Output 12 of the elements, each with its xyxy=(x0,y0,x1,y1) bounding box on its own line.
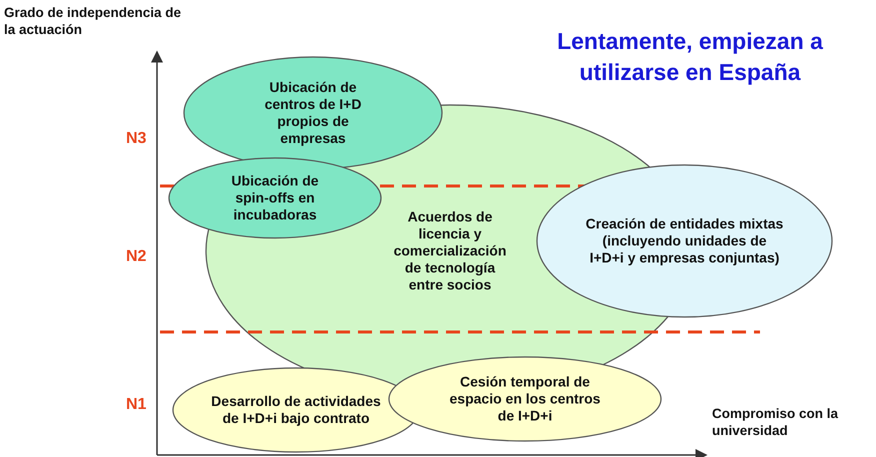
ellipse-label: Ubicación de spin-offs en incubadoras xyxy=(230,172,320,224)
ellipse-label: Ubicación de centros de I+D propios de empresas xyxy=(264,79,362,147)
ellipse-label: Cesión temporal de espacio en los centros de I+D+i xyxy=(448,374,602,424)
axis-title: Grado de independencia de la actuación xyxy=(4,4,182,38)
level-label: N1 xyxy=(126,396,146,414)
ellipse-label: Desarrollo de actividades de I+D+i bajo contrato xyxy=(210,393,382,427)
level-label: N3 xyxy=(126,130,146,148)
level-label: N2 xyxy=(126,248,146,266)
ellipse-label: Acuerdos de licencia y comercialización de tecnología entre socios xyxy=(392,208,508,294)
ellipse-label: Creación de entidades mixtas (incluyendo unidades de I+D+i y empresas conjuntas) xyxy=(584,216,784,266)
title: Lentamente, empiezan a utilizarse en España xyxy=(556,27,824,87)
axis-title: Compromiso con la universidad xyxy=(712,405,840,439)
